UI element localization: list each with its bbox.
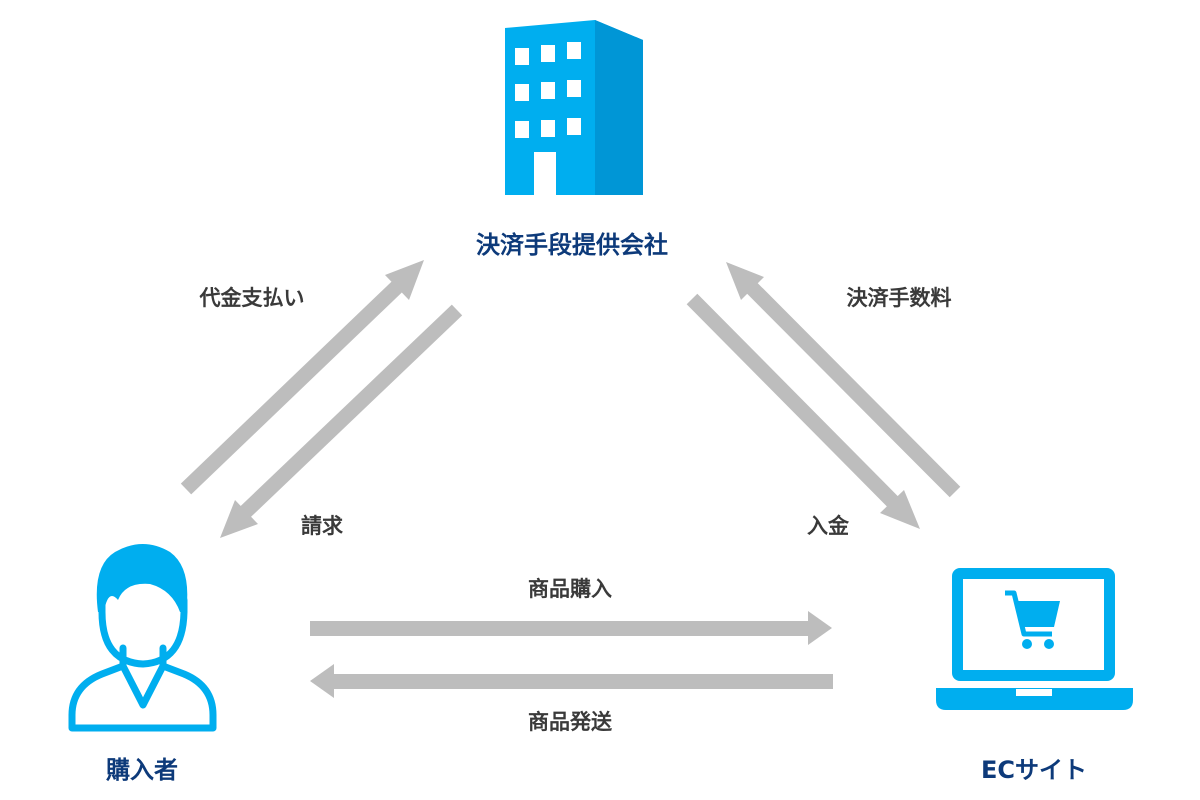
cart-icon bbox=[1005, 590, 1060, 649]
label-purchase: 商品購入 bbox=[528, 577, 612, 601]
arrow-deposit bbox=[686, 293, 920, 529]
arrow-shipping bbox=[310, 664, 833, 698]
arrow-fee bbox=[726, 262, 961, 498]
label-billing: 請求 bbox=[301, 514, 343, 538]
label-shipping: 商品発送 bbox=[528, 710, 613, 734]
arrow-billing bbox=[220, 304, 463, 538]
person-icon bbox=[68, 596, 217, 732]
label-fee: 決済手数料 bbox=[847, 286, 952, 310]
building-icon bbox=[505, 20, 643, 195]
ec-site-label: ECサイト bbox=[981, 756, 1087, 784]
arrow-purchase bbox=[310, 611, 832, 645]
person-hair bbox=[96, 544, 188, 612]
label-payment: 代金支払い bbox=[199, 286, 305, 310]
label-deposit: 入金 bbox=[807, 514, 850, 538]
laptop-cart-icon bbox=[936, 568, 1133, 710]
provider-label: 決済手段提供会社 bbox=[476, 231, 668, 259]
buyer-label: 購入者 bbox=[106, 756, 178, 784]
arrow-payment bbox=[180, 260, 424, 495]
